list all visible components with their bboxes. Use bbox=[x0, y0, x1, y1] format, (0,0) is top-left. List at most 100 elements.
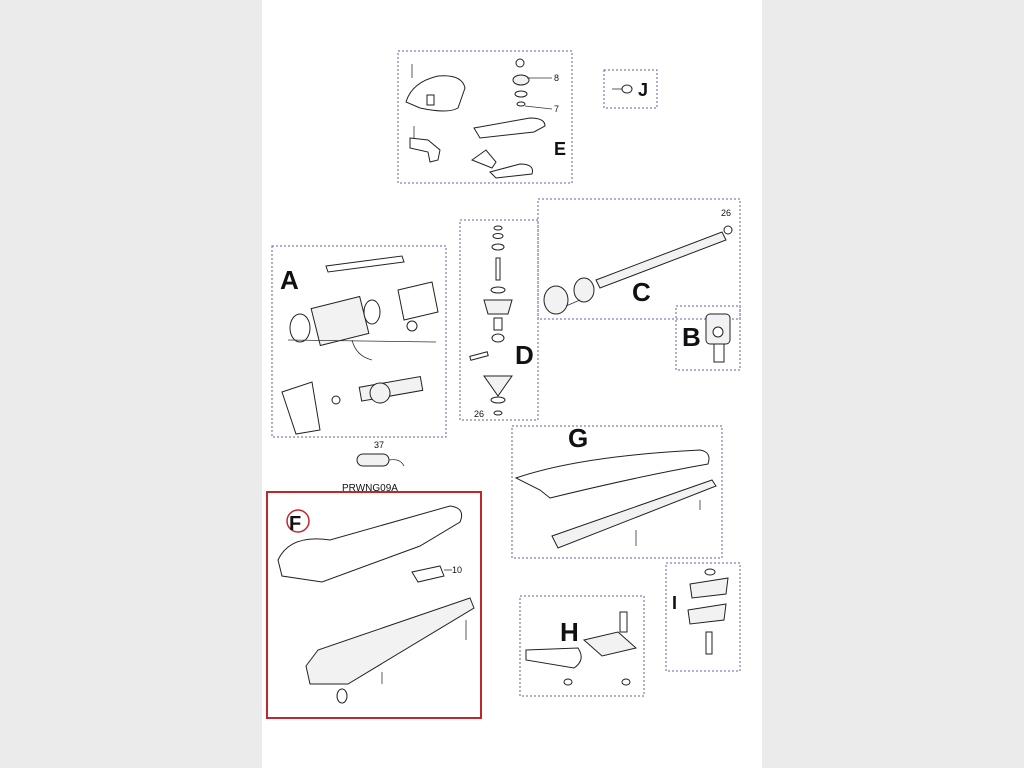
rotor-bearing bbox=[331, 395, 341, 405]
release-arm bbox=[489, 163, 533, 179]
worm-screw bbox=[595, 231, 727, 289]
group-b: B bbox=[675, 305, 741, 371]
d-key bbox=[469, 351, 489, 361]
worm-gear bbox=[543, 285, 569, 315]
i-bottom-plate bbox=[687, 603, 727, 625]
f-cable-gland bbox=[336, 688, 348, 704]
part-code: PRWNG09A bbox=[342, 483, 398, 494]
group-label-d: D bbox=[515, 340, 534, 370]
key-head bbox=[621, 84, 633, 94]
d-bevel-gear bbox=[483, 375, 513, 397]
group-d: 26 D bbox=[459, 219, 539, 421]
release-cover bbox=[405, 75, 466, 112]
screw-end-nut bbox=[723, 225, 733, 235]
group-d-frame bbox=[459, 219, 539, 421]
group-f-frame bbox=[266, 491, 482, 719]
group-i-frame bbox=[665, 562, 741, 672]
group-label-a: A bbox=[280, 265, 299, 295]
callout-c-26: 26 bbox=[721, 208, 731, 218]
rotor-armature bbox=[369, 382, 391, 404]
stator-flange bbox=[363, 299, 381, 325]
group-h: H bbox=[519, 595, 645, 697]
release-washer bbox=[514, 90, 528, 98]
b-stem bbox=[713, 343, 725, 363]
i-top-plate bbox=[689, 577, 729, 599]
d-pin bbox=[495, 257, 501, 281]
i-bolt bbox=[705, 631, 713, 655]
h-nut-1 bbox=[563, 678, 573, 686]
d-base-washer bbox=[490, 396, 506, 404]
group-label-j: J bbox=[638, 80, 648, 100]
group-b-frame bbox=[675, 305, 741, 371]
callout-37: 37 bbox=[374, 440, 384, 450]
f-base-housing bbox=[305, 597, 475, 685]
worm-flange bbox=[573, 277, 595, 303]
i-nut bbox=[704, 568, 716, 576]
group-label-i: I bbox=[672, 593, 677, 613]
group-a-frame bbox=[271, 245, 447, 438]
d-circlip bbox=[493, 225, 503, 231]
group-e-frame bbox=[397, 50, 573, 184]
group-e: 8 7 E bbox=[397, 50, 573, 184]
capacitor-part: 37 PRWNG09A bbox=[342, 440, 405, 494]
group-a: A bbox=[271, 245, 447, 438]
worm-pin bbox=[565, 299, 581, 307]
g-base-rail bbox=[551, 479, 717, 549]
end-shield bbox=[397, 281, 439, 321]
f-top-cover bbox=[277, 505, 463, 583]
callout-8: 8 bbox=[554, 73, 559, 83]
d-washer-2 bbox=[491, 243, 505, 251]
d-bearing bbox=[493, 410, 503, 416]
d-washer-1 bbox=[492, 233, 504, 239]
tie-rod bbox=[325, 255, 405, 273]
group-label-f: F bbox=[289, 513, 301, 535]
rotor-shaft bbox=[358, 375, 424, 402]
group-label-c: C bbox=[632, 277, 651, 307]
group-f: F 10 bbox=[266, 491, 482, 719]
h-nut-2 bbox=[621, 678, 631, 686]
callout-7: 7 bbox=[554, 104, 559, 114]
motor-lead-wire bbox=[351, 339, 373, 361]
capacitor bbox=[356, 453, 390, 467]
group-c-frame bbox=[537, 198, 741, 320]
callout-10: 10 bbox=[452, 565, 462, 575]
motor-housing-end bbox=[281, 381, 321, 435]
end-bearing bbox=[406, 320, 418, 332]
d-spring bbox=[493, 317, 503, 331]
cover-slot bbox=[426, 94, 435, 106]
stator-end bbox=[289, 313, 311, 343]
group-f-highlight-circle bbox=[286, 509, 310, 533]
group-label-g: G bbox=[568, 423, 588, 453]
leader-7 bbox=[524, 105, 553, 110]
release-spring bbox=[516, 101, 526, 107]
release-clip bbox=[470, 149, 497, 169]
group-g-frame bbox=[511, 425, 723, 559]
d-bushing bbox=[491, 333, 505, 343]
group-label-h: H bbox=[560, 617, 579, 647]
group-label-b: B bbox=[682, 322, 701, 352]
release-bracket bbox=[409, 137, 441, 163]
key-ring bbox=[515, 58, 525, 68]
group-h-frame bbox=[519, 595, 645, 697]
group-g: G bbox=[511, 423, 723, 559]
group-i: I bbox=[665, 562, 741, 672]
release-lever bbox=[473, 117, 546, 139]
section-line bbox=[287, 339, 437, 343]
d-gear bbox=[483, 299, 513, 315]
group-label-e: E bbox=[554, 139, 566, 159]
motor-stator bbox=[310, 295, 370, 347]
f-bracket bbox=[411, 565, 445, 583]
group-j-frame bbox=[603, 69, 658, 109]
g-top-cover bbox=[514, 449, 710, 499]
capacitor-wire bbox=[388, 459, 405, 467]
h-flat-plate bbox=[525, 647, 582, 669]
h-bracket-plate bbox=[582, 631, 638, 657]
b-bore bbox=[712, 326, 724, 338]
h-pin bbox=[619, 611, 628, 633]
group-c: 26 C bbox=[537, 198, 741, 320]
callout-d-26: 26 bbox=[474, 409, 484, 419]
release-knob bbox=[512, 74, 530, 86]
d-ring bbox=[490, 286, 506, 294]
group-j: J bbox=[603, 69, 658, 109]
